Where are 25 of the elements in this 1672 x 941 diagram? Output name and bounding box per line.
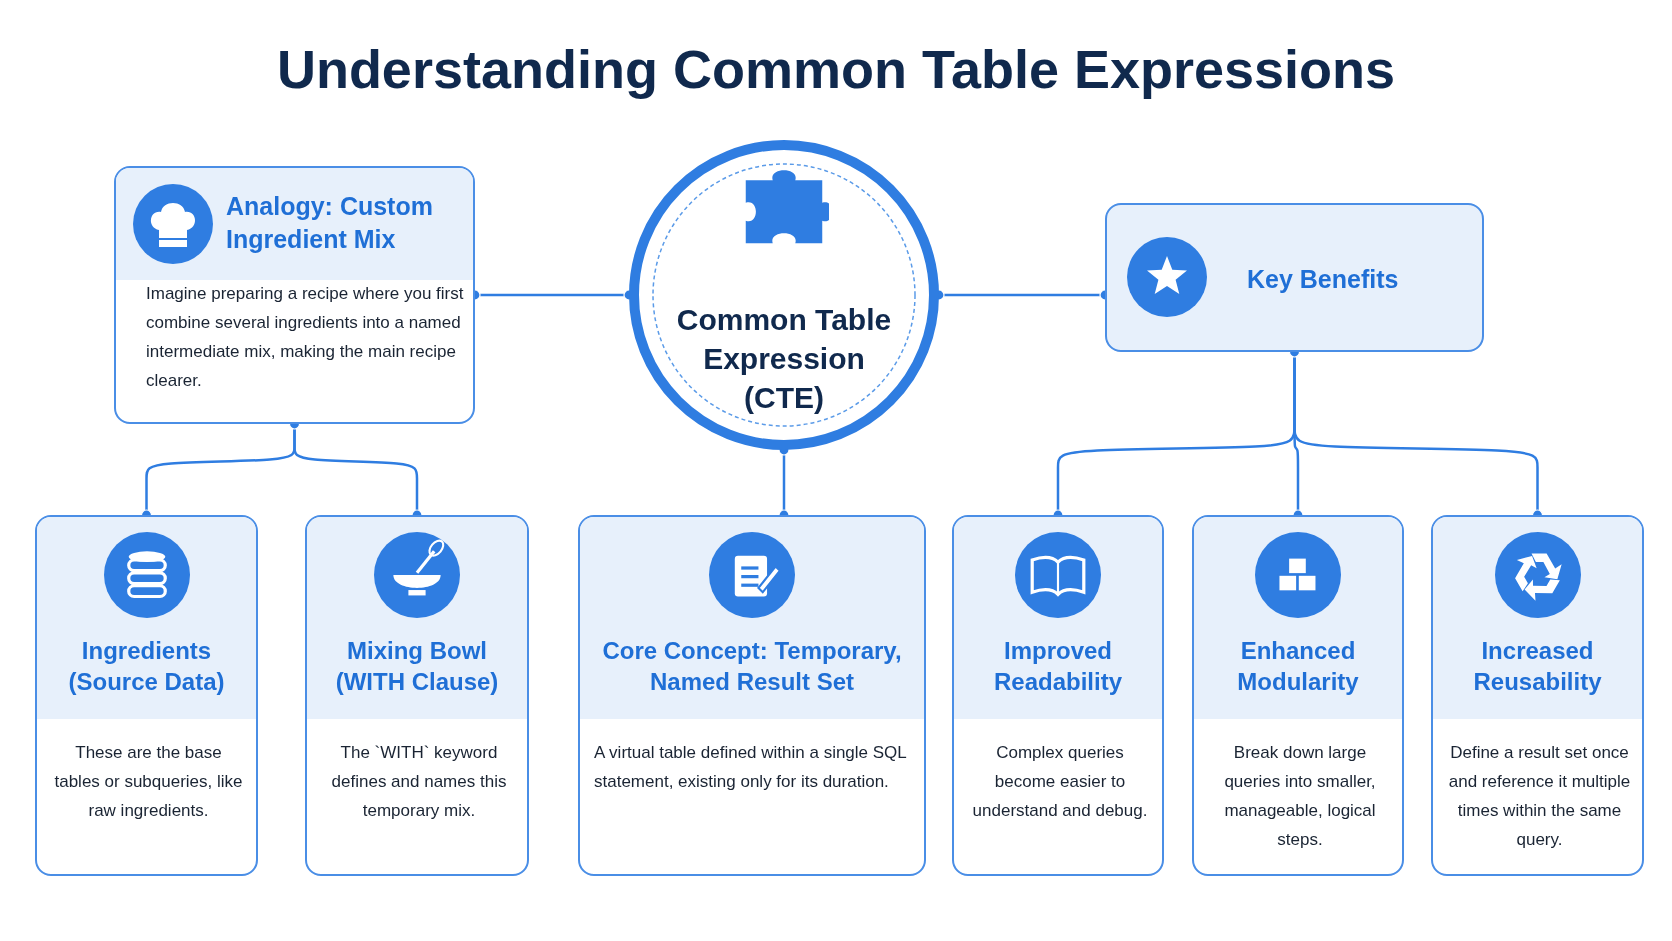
info-card: [952, 515, 1164, 876]
info-card: [1431, 515, 1644, 876]
card-text: Imagine preparing a recipe where you first combine several ingredients into a named intermediate mix, making the main recipe clearer.: [146, 283, 465, 392]
card-title: Improved Readability: [992, 636, 1123, 698]
card-title: Enhanced Modularity: [1236, 636, 1360, 698]
card-title: Key Benefits: [1247, 264, 1400, 295]
benefits-card: [1105, 203, 1484, 352]
card-title: Ingredients (Source Data): [67, 636, 226, 698]
analogy-card: [114, 166, 475, 424]
info-card: [1192, 515, 1404, 876]
card-title: Increased Reusability: [1472, 636, 1603, 698]
info-card: [305, 515, 529, 876]
card-text: Complex queries become easier to understand and debug.: [971, 742, 1149, 822]
info-card: [35, 515, 258, 876]
card-text: Define a result set once and reference it multiple times within the same query.: [1447, 742, 1632, 851]
card-text: The `WITH` keyword defines and names this temporary mix.: [330, 742, 508, 822]
card-title: Common Table Expression (CTE): [675, 302, 893, 416]
card-title: Core Concept: Temporary, Named Result Set: [601, 636, 903, 698]
title: Understanding Common Table Expressions: [275, 38, 1397, 100]
card-text: These are the base tables or subqueries, like raw ingredients.: [53, 742, 244, 822]
card-text: Break down large queries into smaller, manageable, logical steps.: [1223, 742, 1377, 851]
info-card: [578, 515, 926, 876]
card-title: Mixing Bowl (WITH Clause): [334, 636, 500, 698]
card-title: Analogy: Custom Ingredient Mix: [226, 191, 434, 255]
card-text: A virtual table defined within a single SQL statement, existing only for its duration.: [594, 742, 908, 793]
